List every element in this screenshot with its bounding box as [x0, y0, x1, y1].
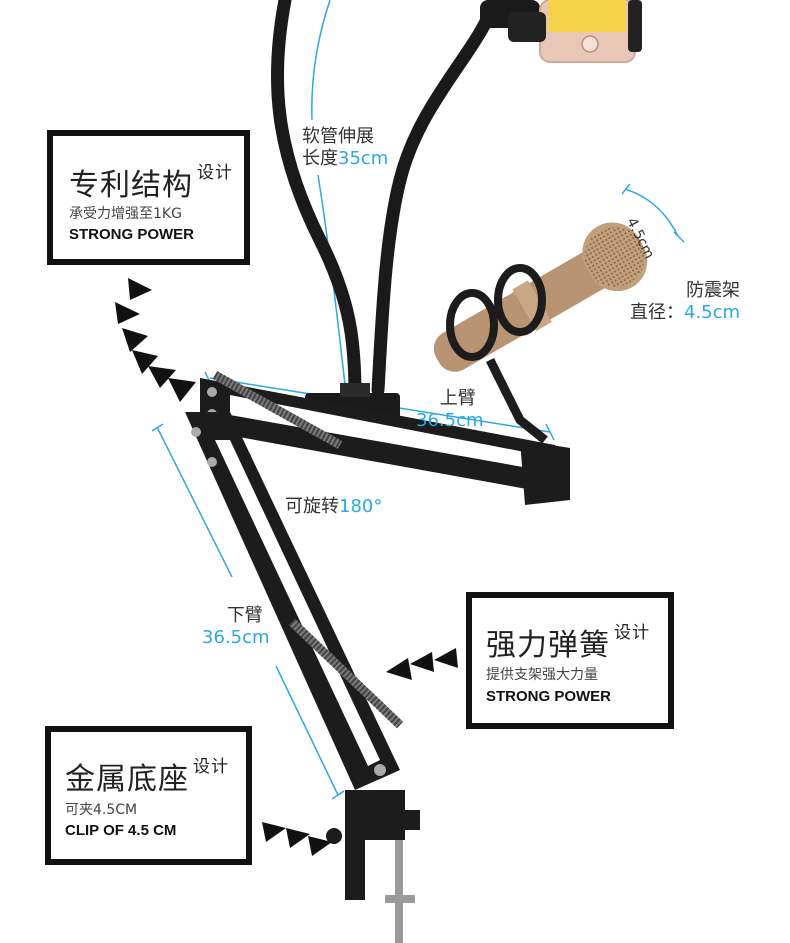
feature-title: 强力弹簧设计 [486, 623, 650, 663]
feature-subtitle: 可夹4.5CM [65, 802, 138, 818]
gooseneck-hoses [270, 0, 502, 402]
pointer-arrows-spring [386, 648, 458, 680]
shock-mount [446, 264, 548, 444]
pointer-arrows-patent [115, 278, 196, 402]
feature-box-patent: 专利结构设计 承受力增强至1KG STRONG POWER [47, 130, 250, 265]
upper-arm-label: 上臂 36.5cm [416, 388, 484, 431]
lower-arm [185, 412, 404, 790]
design-suffix: 设计 [614, 623, 650, 643]
feature-english: STRONG POWER [69, 226, 195, 243]
feature-box-spring: 强力弹簧设计 提供支架强大力量 STRONG POWER [466, 592, 674, 729]
feature-english: STRONG POWER [486, 688, 612, 705]
design-suffix: 设计 [197, 163, 233, 183]
shock-mount-label: 防震架 直径：4.5cm [630, 280, 741, 323]
feature-box-base: 金属底座设计 可夹4.5CM CLIP OF 4.5 CM [45, 726, 252, 865]
rotate-label: 可旋转180° [285, 496, 383, 517]
table-clamp [326, 790, 420, 943]
pointer-arrows-base [262, 822, 332, 856]
phone-holder [480, 0, 642, 63]
feature-subtitle: 提供支架强大力量 [486, 667, 598, 683]
feature-title: 专利结构设计 [69, 163, 233, 203]
feature-english: CLIP OF 4.5 CM [65, 822, 177, 839]
hose-length-label: 软管伸展 长度35cm [302, 126, 389, 169]
lower-arm-label: 下臂 36.5cm [202, 605, 270, 648]
feature-subtitle: 承受力增强至1KG [69, 206, 182, 222]
feature-title: 金属底座设计 [65, 757, 229, 797]
design-suffix: 设计 [193, 757, 229, 777]
